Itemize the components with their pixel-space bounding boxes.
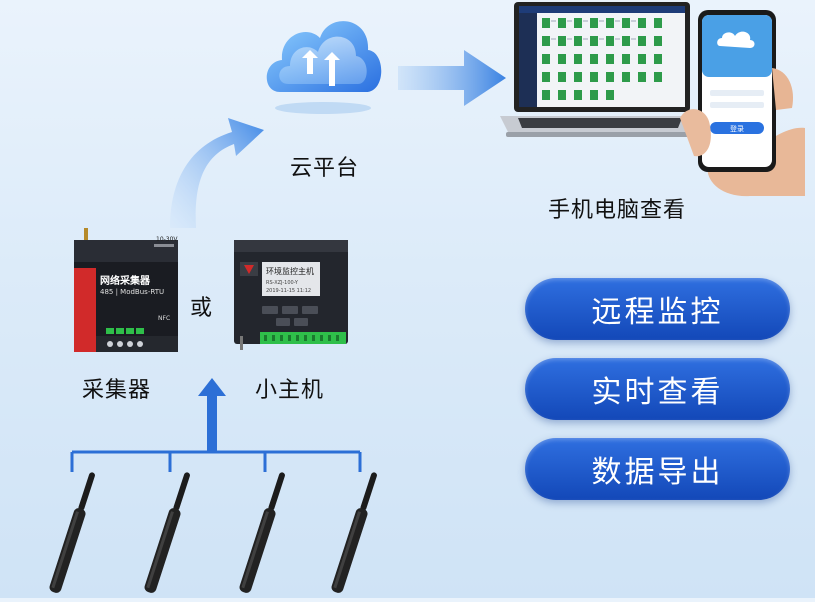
sensor-probe-3 xyxy=(230,470,300,598)
collector-title: 网络采集器 xyxy=(100,276,150,287)
cloud-platform-label: 云平台 xyxy=(290,156,360,181)
view-devices-label: 手机电脑查看 xyxy=(548,198,687,223)
host-screen-line2: 2019-11-15 11:12 xyxy=(266,288,312,294)
host-screen-title: 环境监控主机 xyxy=(266,267,314,276)
or-label: 或 xyxy=(190,296,214,321)
collector-device: 网络采集器 485 | ModBus-RTU NFC 10-30V xyxy=(70,228,182,356)
phone-login-text: 登录 xyxy=(730,124,744,133)
right-arrow xyxy=(398,48,508,108)
host-screen-line1: RS-XZJ-100-Y xyxy=(266,280,298,286)
sensor-bus xyxy=(60,446,370,476)
mini-host-device: 环境监控主机 RS-XZJ-100-Y 2019-11-15 11:12 xyxy=(232,232,350,352)
sensor-probe-4 xyxy=(322,470,392,598)
collector-subtitle: 485 | ModBus-RTU xyxy=(100,288,165,296)
feature-data-export: 数据导出 xyxy=(525,438,790,500)
collector-nfc: NFC xyxy=(158,315,171,322)
feature-remote-monitoring: 远程监控 xyxy=(525,278,790,340)
curved-up-arrow xyxy=(160,100,280,230)
laptop xyxy=(500,0,700,170)
collector-label: 采集器 xyxy=(82,378,152,403)
mini-host-label: 小主机 xyxy=(255,378,325,403)
phone-in-hand: 登录 xyxy=(680,8,805,198)
collector-voltage: 10-30V xyxy=(156,236,178,243)
cloud-icon xyxy=(258,0,388,115)
sensor-probe-1 xyxy=(40,470,110,598)
sensor-probe-2 xyxy=(135,470,205,598)
up-arrow xyxy=(196,378,228,452)
feature-realtime-view: 实时查看 xyxy=(525,358,790,420)
